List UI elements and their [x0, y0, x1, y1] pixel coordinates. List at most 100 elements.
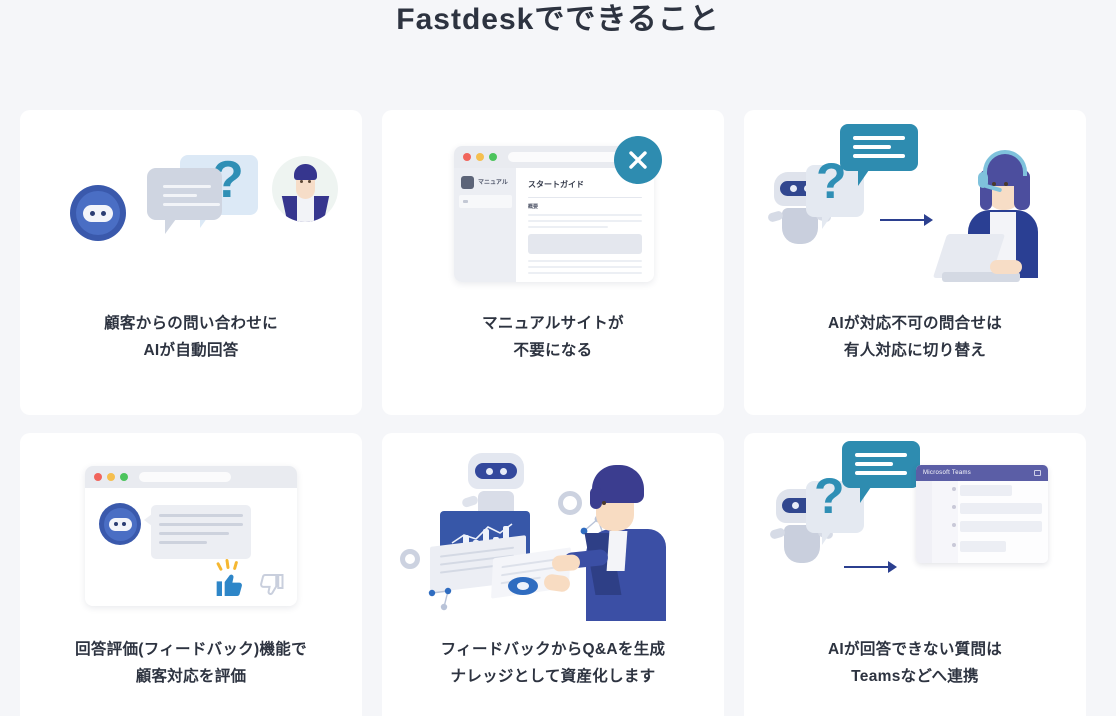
- card-caption: 顧客からの問い合わせに AIが自動回答: [20, 310, 362, 364]
- teams-window-icon[interactable]: Microsoft Teams: [916, 465, 1048, 563]
- content-line: [528, 266, 642, 268]
- chat-line: [853, 136, 905, 140]
- teams-bullet: [952, 505, 956, 509]
- window-minimize-dot[interactable]: [107, 473, 115, 481]
- question-mark-icon: ?: [814, 468, 845, 524]
- sidebar-search-input[interactable]: [459, 195, 512, 208]
- browser-title-bar: [454, 146, 654, 168]
- robot-arm: [461, 494, 479, 509]
- gear-icon: [558, 491, 582, 515]
- content-subtitle: 概要: [528, 204, 539, 210]
- chat-line: [855, 462, 893, 466]
- browser-content: スタートガイド 概要: [516, 168, 654, 282]
- disc-icon: [508, 577, 538, 595]
- manual-icon: [461, 176, 474, 189]
- question-chat-bubble-icon: [806, 481, 864, 533]
- chat-bubble-tail-icon: [860, 487, 871, 503]
- page-title: Fastdeskでできること: [396, 3, 720, 36]
- chat-bubble-main-icon: [147, 168, 222, 220]
- caption-line-1: AIが対応不可の問合せは: [827, 315, 1003, 332]
- address-bar[interactable]: [139, 472, 231, 482]
- question-bubble-tail-icon: [822, 216, 831, 229]
- close-x-icon: [614, 136, 662, 184]
- window-maximize-dot[interactable]: [489, 153, 497, 161]
- agent-eye: [992, 182, 996, 186]
- caption-line-2: 顧客対応を評価: [135, 668, 247, 685]
- browser-window-icon: [85, 466, 297, 606]
- thumbs-down-icon[interactable]: [255, 571, 287, 606]
- content-line: [528, 214, 642, 216]
- illustration-robot-arrow-agent: ?: [744, 110, 1086, 306]
- feature-card-generate-qa[interactable]: フィードバックからQ&Aを生成 ナレッジとして資産化します: [382, 433, 724, 716]
- caption-line-2: AIが自動回答: [143, 342, 239, 359]
- agent-hand: [990, 260, 1022, 274]
- agent-eye: [1004, 182, 1008, 186]
- person-avatar-icon: [272, 156, 338, 222]
- avatar-eye: [300, 180, 303, 183]
- message-bubble-tail: [144, 514, 152, 526]
- illustration-browser-manual-crossed: マニュアル スタートガイド 概要: [382, 110, 724, 306]
- window-maximize-dot[interactable]: [120, 473, 128, 481]
- feature-card-feedback-rating[interactable]: 回答評価(フィードバック)機能で 顧客対応を評価: [20, 433, 362, 716]
- bot-avatar-icon: [70, 185, 126, 241]
- caption-line-1: 回答評価(フィードバック)機能で: [75, 641, 307, 658]
- bot-message-bubble: [151, 505, 251, 559]
- support-agent-icon: [932, 140, 1060, 285]
- arrow-shaft: [880, 219, 924, 221]
- sidebar-search-placeholder: [463, 200, 468, 203]
- feature-card-no-manual-site[interactable]: マニュアル スタートガイド 概要: [382, 110, 724, 415]
- thumbs-up-icon[interactable]: [213, 568, 247, 605]
- feature-card-auto-answer[interactable]: ?: [20, 110, 362, 415]
- caption-line-1: フィードバックからQ&Aを生成: [440, 641, 666, 658]
- bot-avatar-icon: [99, 503, 141, 545]
- avatar-shirt: [297, 194, 314, 222]
- headset-band: [983, 150, 1027, 176]
- illustration-bot-chat-question-person: ?: [20, 110, 362, 306]
- caption-line-1: マニュアルサイトが: [482, 315, 624, 332]
- robot-icon: [461, 453, 530, 539]
- address-bar[interactable]: [508, 152, 645, 162]
- window-close-dot[interactable]: [463, 153, 471, 161]
- card-caption: フィードバックからQ&Aを生成 ナレッジとして資産化します: [382, 636, 724, 690]
- caption-line-2: ナレッジとして資産化します: [450, 668, 656, 685]
- teams-window-control[interactable]: [1034, 470, 1041, 476]
- caption-line-1: 顧客からの問い合わせに: [104, 315, 278, 332]
- hand: [551, 554, 581, 572]
- businessman-icon: [543, 455, 680, 621]
- chat-line: [163, 185, 211, 188]
- question-chat-bubble-icon: [806, 165, 864, 217]
- teams-content: [952, 481, 1048, 563]
- laptop-base: [942, 272, 1020, 282]
- feature-card-teams-integration[interactable]: ? Microsoft Teams: [744, 433, 1086, 716]
- caption-line-2: 有人対応に切り替え: [843, 342, 987, 359]
- window-close-dot[interactable]: [94, 473, 102, 481]
- gear-icon: [400, 549, 420, 569]
- chat-line: [855, 453, 907, 457]
- avatar-eye: [308, 180, 311, 183]
- sidebar-label-manual[interactable]: マニュアル: [478, 180, 508, 186]
- headset-earpiece: [978, 172, 988, 188]
- illustration-browser-thumbs: [20, 433, 362, 629]
- thumbs-up-glyph: [216, 574, 242, 596]
- content-divider: [528, 197, 642, 198]
- teams-rail: [916, 481, 932, 563]
- window-minimize-dot[interactable]: [476, 153, 484, 161]
- browser-sidebar: マニュアル: [454, 168, 516, 282]
- robot-visor: [475, 463, 517, 479]
- teams-bullet: [952, 543, 956, 547]
- card-caption: AIが回答できない質問は Teamsなどへ連携: [744, 636, 1086, 690]
- teams-message: [960, 485, 1012, 496]
- feature-card-handoff-to-human[interactable]: ?: [744, 110, 1086, 415]
- chat-line: [163, 203, 220, 206]
- chat-bubble-icon: [842, 441, 920, 488]
- arrow-head: [888, 561, 897, 573]
- arrow-right-icon: [880, 214, 933, 226]
- feature-card-grid: ?: [20, 110, 1096, 716]
- message-line: [159, 514, 243, 517]
- thumbs-down-glyph: [260, 574, 284, 596]
- teams-message: [960, 521, 1042, 532]
- chat-line: [855, 471, 907, 475]
- chat-line: [163, 194, 197, 197]
- teams-message: [960, 541, 1006, 552]
- hair-side: [590, 487, 602, 509]
